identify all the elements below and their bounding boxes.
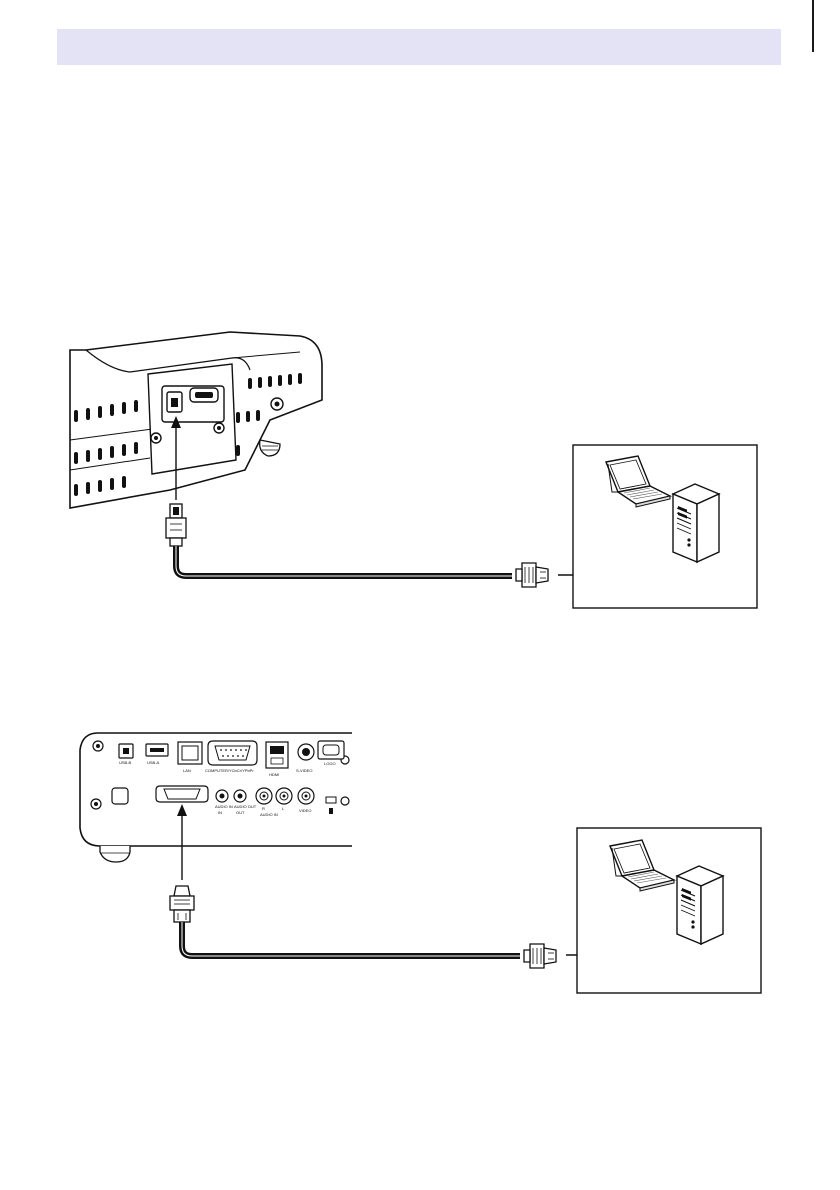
label-r: R — [262, 806, 265, 811]
label-in: IN — [218, 810, 222, 815]
projector-foot — [260, 440, 280, 456]
label-video: VIDEO — [299, 808, 311, 813]
desktop-tower-icon-2 — [677, 866, 723, 944]
computer-box-1 — [573, 445, 757, 608]
desktop-tower-icon — [673, 484, 719, 562]
figure-rear-ports: USB-B USB-A LAN COMPUTER/YCbCr/YPbPr HDM… — [80, 733, 761, 993]
label-lan: LAN — [183, 768, 191, 773]
computer-box-2 — [577, 828, 761, 993]
usb-b-plug — [166, 504, 186, 546]
lock-icon — [329, 808, 333, 814]
label-out: OUT — [236, 810, 245, 815]
label-audio-in-lr: AUDIO IN — [260, 812, 278, 817]
dsub-connector-2 — [524, 944, 556, 968]
usb-serial-cable — [176, 546, 512, 576]
label-computer: COMPUTER/YCbCr/YPbPr — [205, 768, 254, 773]
label-logo: LOGO — [324, 761, 336, 766]
figure-side-ports — [70, 332, 757, 608]
label-audio-out: AUDIO OUT — [234, 804, 257, 809]
serial-cable — [182, 922, 520, 956]
label-usb-b: USB-B — [119, 760, 132, 765]
dsub-connector-1 — [516, 563, 548, 587]
dsub-plug-vertical — [170, 886, 194, 922]
label-svideo: S-VIDEO — [296, 768, 312, 773]
label-hdmi: HDMI — [269, 772, 279, 777]
security-slot — [326, 797, 336, 803]
label-usb-a: USB-A — [147, 760, 160, 765]
label-audio-in: AUDIO IN — [215, 804, 233, 809]
